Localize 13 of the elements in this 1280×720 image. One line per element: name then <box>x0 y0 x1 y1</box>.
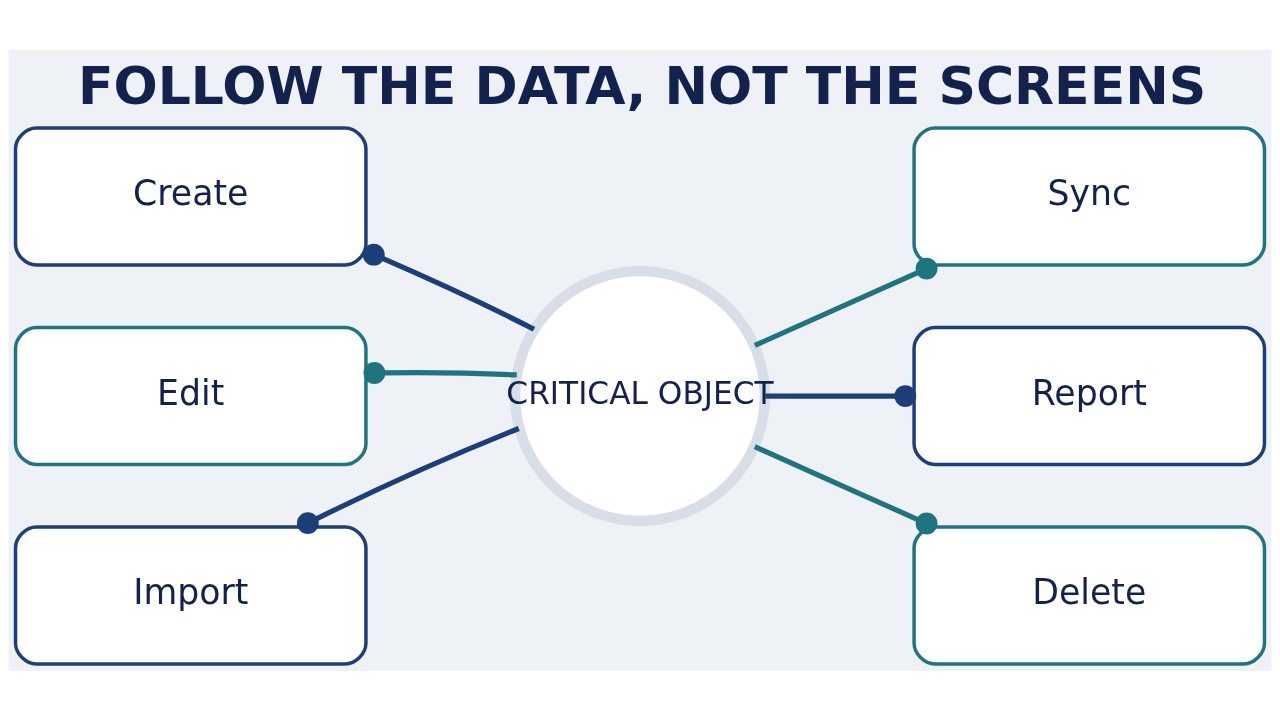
connector <box>363 361 517 384</box>
node-box: Edit <box>13 325 368 466</box>
connector <box>765 384 917 407</box>
connector <box>362 243 536 332</box>
node-box: Report <box>912 325 1267 466</box>
node-box: Import <box>13 524 368 666</box>
connector <box>296 425 520 534</box>
connector <box>753 443 938 534</box>
node-box: Sync <box>912 125 1267 267</box>
diagram-title: FOLLOW THE DATA, NOT THE SCREENS <box>77 55 1207 116</box>
node-box: Delete <box>912 524 1267 666</box>
node-box: Create <box>13 125 368 267</box>
connector <box>753 257 938 348</box>
